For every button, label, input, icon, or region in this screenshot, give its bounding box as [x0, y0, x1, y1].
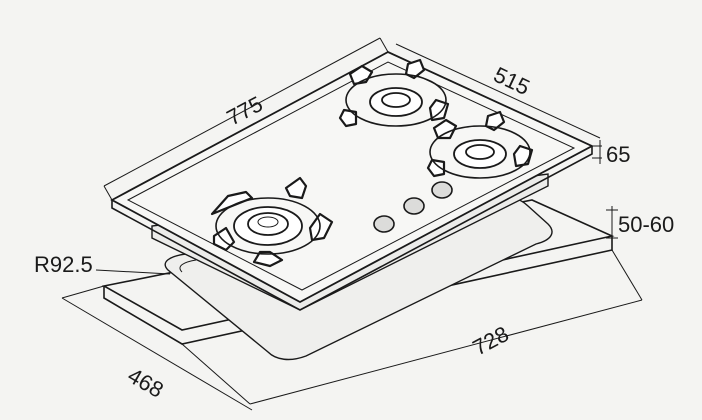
burner-cap-large	[247, 212, 289, 236]
dim-leader-r92-5	[95, 269, 171, 275]
knob-1	[373, 215, 395, 233]
burner-rear	[338, 58, 450, 128]
glass-edge	[111, 146, 593, 311]
grate-ring-rear	[345, 73, 447, 127]
cutout-inner-edge	[179, 259, 197, 273]
grate-large	[210, 176, 334, 268]
label-468: 468	[124, 363, 168, 403]
dim-line-515	[395, 43, 601, 139]
label-728: 728	[469, 321, 513, 360]
grate-rear	[338, 58, 450, 128]
grate-ring-large	[215, 197, 321, 255]
grate-right	[426, 110, 534, 178]
label-515: 515	[490, 62, 534, 100]
knob-3	[431, 181, 453, 199]
dim-line-728	[249, 299, 643, 405]
dim-line-775	[103, 37, 381, 187]
burner-large	[210, 176, 334, 268]
grate-ring-right	[429, 125, 531, 179]
knob-2	[403, 197, 425, 215]
label-r92-5: R92.5	[34, 252, 93, 277]
burner-cap-right	[465, 144, 495, 160]
burner-right	[426, 110, 534, 179]
dimension-lines	[61, 37, 643, 411]
burner-center-large	[257, 216, 279, 228]
glass-inner-border	[126, 61, 576, 291]
label-65: 65	[606, 142, 630, 167]
label-50-60: 50-60	[618, 212, 674, 237]
control-knobs	[373, 181, 453, 233]
dim-line-468	[61, 297, 253, 411]
burner-cap-rear	[381, 92, 411, 108]
